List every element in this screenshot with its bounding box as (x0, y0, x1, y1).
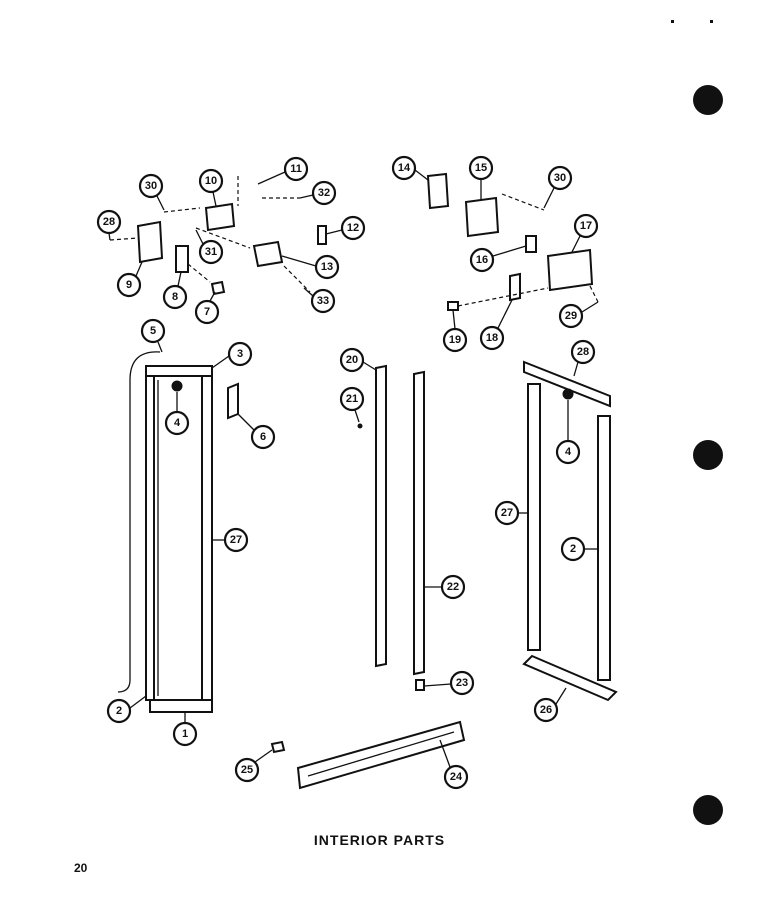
callout-9: 9 (126, 279, 132, 291)
part-7-knob (210, 280, 226, 296)
callout-28-right: 28 (577, 346, 589, 358)
callout-11: 11 (290, 163, 302, 175)
part-21-screw (357, 423, 363, 429)
part-5-wire-harness (117, 351, 161, 693)
part-10-thermostat (204, 202, 236, 232)
callout-22: 22 (447, 581, 459, 593)
binder-hole-middle (693, 440, 723, 470)
callout-6: 6 (260, 431, 266, 443)
leader-33 (283, 265, 311, 293)
callout-27-right: 27 (501, 507, 513, 519)
part-22-mullion-trim (413, 370, 425, 676)
callout-28-left: 28 (103, 216, 115, 228)
binder-holes (671, 20, 723, 825)
part-14-gasket (426, 172, 450, 210)
callout-27-left: 27 (230, 534, 242, 546)
part-9-control-box (136, 220, 164, 264)
callout-14: 14 (398, 162, 411, 174)
leader-8-7 (187, 263, 211, 283)
part-27-left-trim-right (201, 375, 213, 701)
binder-hole-top (693, 85, 723, 115)
part-12-spring (317, 225, 327, 245)
callout-30-left: 30 (145, 180, 157, 192)
part-18-plate (509, 272, 521, 302)
callouts: 1 2 2 3 4 4 5 6 7 8 9 10 11 12 13 14 15 (96, 155, 599, 790)
part-17-housing (546, 248, 594, 292)
callout-4-left: 4 (174, 417, 181, 429)
callout-7: 7 (204, 306, 210, 318)
callout-15: 15 (475, 162, 487, 174)
leader-28-left (109, 237, 139, 241)
part-28-top-rail (523, 360, 611, 408)
callout-16: 16 (476, 254, 488, 266)
bottom-grille (270, 720, 466, 790)
scan-speck-1 (671, 20, 674, 23)
callout-23: 23 (456, 677, 468, 689)
scan-speck-2 (710, 20, 713, 23)
callout-24: 24 (450, 771, 463, 783)
part-25-screws (270, 740, 286, 754)
part-23-clip (415, 679, 425, 691)
callout-12: 12 (347, 222, 359, 234)
part-2-left-trim (145, 375, 155, 701)
callout-5: 5 (150, 325, 156, 337)
right-frame-assembly (522, 360, 618, 702)
callout-4-right: 4 (565, 446, 572, 458)
leader-31 (195, 227, 251, 249)
callout-21: 21 (346, 393, 358, 405)
part-16-switch (525, 235, 537, 253)
upper-left-controls (109, 176, 327, 296)
part-19-connector (447, 301, 459, 311)
binder-hole-bottom (693, 795, 723, 825)
part-24-toe-grille (296, 720, 466, 790)
part-1-bottom-rail (149, 699, 213, 713)
part-8-plate (175, 245, 189, 273)
part-3-top-rail (145, 365, 213, 377)
part-4-bracket-right (562, 388, 574, 400)
callout-17: 17 (580, 220, 592, 232)
leader-29 (589, 285, 599, 303)
part-6-clip (227, 382, 239, 420)
part-26-bottom-rail (522, 654, 618, 702)
leader-30-right (501, 193, 545, 211)
callout-2-left: 2 (116, 705, 122, 717)
part-2-right-trim (597, 415, 611, 681)
callout-18: 18 (486, 332, 498, 344)
page-number: 20 (74, 861, 88, 875)
grille-slot-line (307, 731, 455, 777)
callout-31: 31 (205, 246, 217, 258)
leader-30-left (163, 207, 201, 213)
part-27-right-trim (527, 383, 541, 651)
upper-right-controls (426, 172, 599, 311)
diagram-caption: INTERIOR PARTS (313, 832, 446, 848)
callout-32: 32 (318, 187, 330, 199)
part-13-damper (252, 240, 284, 268)
left-frame-assembly (117, 351, 239, 713)
callout-3: 3 (237, 348, 243, 360)
callout-33: 33 (317, 295, 329, 307)
callout-13: 13 (321, 261, 333, 273)
callout-26: 26 (540, 704, 552, 716)
callout-25: 25 (241, 764, 253, 776)
callout-10: 10 (205, 175, 217, 187)
callout-30-right: 30 (554, 172, 566, 184)
callout-2-right: 2 (570, 543, 576, 555)
leader-19-17 (457, 287, 549, 307)
part-4-bracket-left (171, 380, 183, 392)
callout-19: 19 (449, 334, 461, 346)
center-mullion (357, 364, 425, 691)
callout-29: 29 (565, 310, 577, 322)
callout-20: 20 (346, 354, 358, 366)
part-15-motor (464, 196, 500, 238)
part-20-mullion (375, 364, 387, 668)
callout-8: 8 (172, 291, 178, 303)
callout-1: 1 (182, 728, 188, 740)
